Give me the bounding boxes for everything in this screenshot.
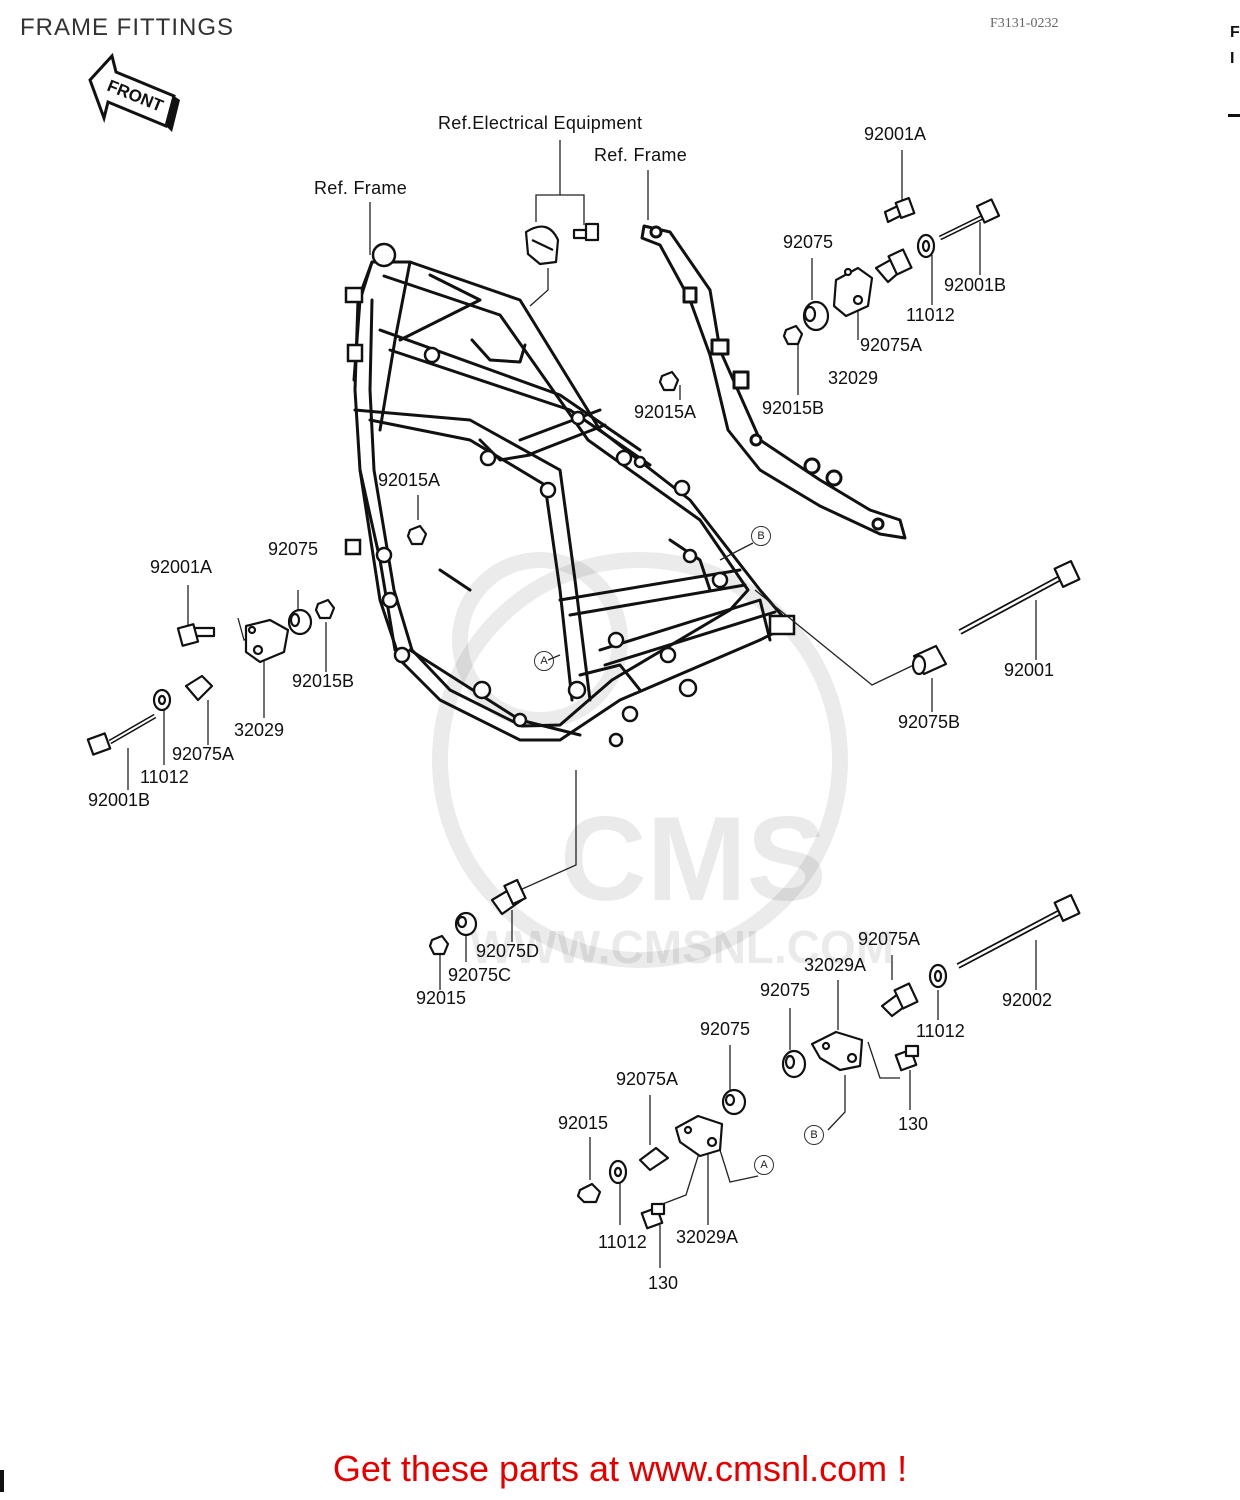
- hardware: [86, 196, 1081, 1230]
- part-label: 92015A: [378, 470, 441, 490]
- part-label: 92075A: [858, 929, 921, 949]
- part-label: 130: [648, 1273, 679, 1293]
- watermark-site: WWW.CMSNL.COM: [470, 921, 895, 973]
- callout-b-lower: B: [804, 1125, 824, 1145]
- clamp-icon: [524, 225, 560, 266]
- clamp-screw-icon: [572, 222, 600, 242]
- part-label: 92015A: [634, 402, 697, 422]
- part-label: 32029A: [804, 955, 867, 975]
- callout-a-lower: A: [754, 1155, 774, 1175]
- figure-code: F3131-0232: [990, 16, 1059, 31]
- damper-92075-bl-icon: [721, 1088, 747, 1116]
- part-label: 92075C: [448, 965, 512, 985]
- part-label: 11012: [906, 305, 955, 325]
- page-title: FRAME FITTINGS: [20, 14, 234, 41]
- bolt-92001A-top-icon: [883, 196, 916, 224]
- damper-92075C-icon: [454, 911, 478, 937]
- frame-mount-tabs: [344, 242, 796, 748]
- bracket-32029A-br-icon: [810, 1030, 864, 1072]
- bracket-32029-top-icon: [832, 266, 874, 318]
- nut-92015A-frame-icon: [406, 524, 428, 546]
- ref-electrical-equipment: Ref.Electrical Equipment: [438, 113, 643, 133]
- part-label: 11012: [598, 1232, 647, 1252]
- washer-11012-br-icon: [928, 963, 948, 989]
- part-label: 92015: [416, 988, 467, 1008]
- damper-92075-top-icon: [802, 300, 830, 332]
- nut-92015A-rear-icon: [658, 370, 680, 392]
- part-label: 92002: [1002, 990, 1053, 1010]
- front-arrow-icon: FRONT: [88, 52, 180, 132]
- bolt-92002-icon: [956, 894, 1081, 969]
- washer-11012-top-icon: [916, 233, 936, 259]
- main-frame: [352, 260, 792, 742]
- bracket-32029A-bl-icon: [674, 1114, 724, 1158]
- part-label: 11012: [916, 1021, 965, 1041]
- nut-92015B-left-icon: [314, 598, 336, 620]
- ref-frame-rear: Ref. Frame: [594, 145, 688, 165]
- watermark-logo: CMS: [560, 792, 827, 926]
- bolt-92001A-left-icon: [176, 623, 216, 647]
- part-label: 92015B: [762, 398, 825, 418]
- part-label: 92001B: [944, 275, 1007, 295]
- bolt-130-bl-icon: [640, 1202, 666, 1230]
- part-label: 92075: [700, 1019, 751, 1039]
- footer-link-text[interactable]: Get these parts at www.cmsnl.com !: [332, 1448, 908, 1489]
- collar-92075B-icon: [911, 644, 948, 676]
- bolt-130-br-icon: [894, 1044, 920, 1072]
- part-label: 92075A: [616, 1069, 679, 1089]
- callout-a-frame: A: [534, 651, 554, 671]
- collar-92075A-top-icon: [874, 248, 913, 284]
- part-label: 130: [898, 1114, 929, 1134]
- adjacent-page-edge: F I: [1228, 20, 1240, 560]
- leader-lines: [127, 140, 1037, 1268]
- bolt-92001B-left-icon: [86, 713, 157, 756]
- bolt-92001-icon: [958, 560, 1081, 635]
- washer-11012-bl-icon: [608, 1159, 628, 1185]
- part-label: 92075: [783, 232, 834, 252]
- part-label: 92075A: [172, 744, 235, 764]
- part-label: 11012: [140, 767, 189, 787]
- part-label: 32029: [234, 720, 285, 740]
- part-label: 92075: [268, 539, 319, 559]
- callout-b-frame: B: [751, 526, 771, 546]
- part-label: 32029: [828, 368, 879, 388]
- collar-92075D-icon: [490, 878, 527, 916]
- nut-92015-bl-icon: [576, 1182, 602, 1204]
- part-label: 92075D: [476, 941, 540, 961]
- page-edge-mark: [0, 1470, 4, 1492]
- bolt-92001B-top-icon: [938, 198, 1001, 241]
- part-label: 92015B: [292, 671, 355, 691]
- part-label: 32029A: [676, 1227, 739, 1247]
- part-label: 92075: [760, 980, 811, 1000]
- collar-92075A-left-icon: [184, 674, 214, 702]
- damper-92075-br-icon: [781, 1049, 807, 1079]
- washer-11012-left-icon: [152, 688, 172, 712]
- nut-92015B-top-icon: [782, 324, 804, 346]
- damper-92075-left-icon: [287, 608, 313, 636]
- part-label: 92015: [558, 1113, 609, 1133]
- part-label: 92075B: [898, 712, 961, 732]
- bracket-32029-left-icon: [244, 618, 290, 664]
- part-label: 92001A: [864, 124, 927, 144]
- ref-frame-main: Ref. Frame: [314, 178, 408, 198]
- collar-92075A-br-icon: [880, 982, 919, 1018]
- rear-frame-rail: [640, 224, 907, 540]
- part-label: 92001: [1004, 660, 1055, 680]
- part-label: 92001A: [150, 557, 213, 577]
- nut-92015-center-icon: [428, 934, 450, 956]
- part-label: 92075A: [860, 335, 923, 355]
- part-label: 92001B: [88, 790, 151, 810]
- collar-92075A-bl-icon: [638, 1146, 670, 1172]
